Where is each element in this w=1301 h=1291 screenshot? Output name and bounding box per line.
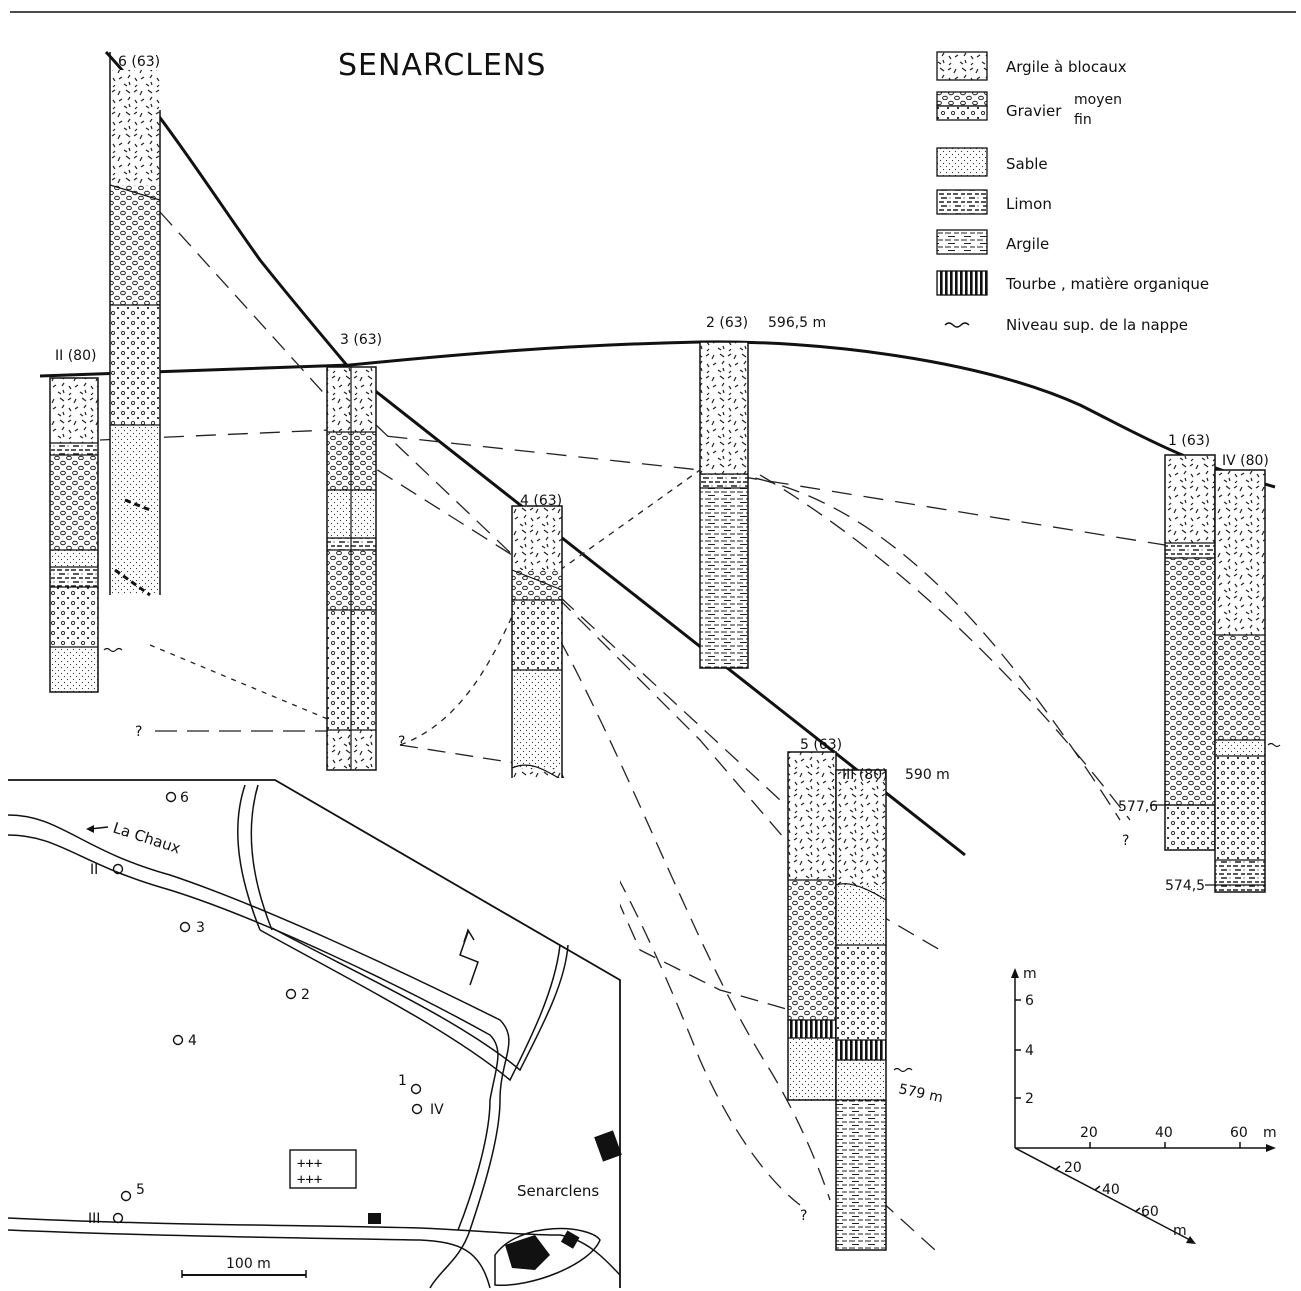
map-point-2: 2: [301, 987, 310, 1003]
map-point-4: 4: [188, 1033, 197, 1049]
map-building: [505, 1235, 550, 1270]
map-point-6: 6: [180, 790, 189, 806]
location-map: La Chaux Senarclens 6 II 3 2 4 1 IV 5 II…: [7, 778, 622, 1289]
label-elevation-596: 596,5 m: [768, 315, 826, 331]
axis-tick-v-6: 6: [1025, 993, 1034, 1009]
legend-swatch-gravier-moyen: [936, 91, 988, 107]
legend-label-gravier-fin: fin: [1074, 112, 1092, 128]
borehole-IV: [1205, 469, 1281, 893]
label-borehole-6: 6 (63): [118, 54, 160, 70]
map-point-1: 1: [398, 1073, 407, 1089]
axis-tick-h-60: 60: [1230, 1125, 1248, 1141]
map-building: [594, 1130, 622, 1162]
legend-swatch-gravier-fin: [936, 105, 988, 121]
axis-unit-vertical: m: [1023, 966, 1037, 982]
map-point-3: 3: [196, 920, 205, 936]
legend-swatch-nappe: [944, 322, 970, 328]
map-cemetery-cross-row-2: +++: [297, 1172, 322, 1188]
label-borehole-4: 4 (63): [520, 493, 562, 509]
legend-swatch-limon: [936, 189, 988, 215]
map-points: 6 II 3 2 4 1 IV 5 III: [88, 790, 444, 1227]
legend-label-gravier: Gravier: [1006, 102, 1062, 120]
axis-tick-v-4: 4: [1025, 1043, 1034, 1059]
unknown-mark-3: ?: [1122, 833, 1129, 849]
map-cemetery-cross-row-1: +++: [297, 1156, 322, 1172]
label-borehole-IV: IV (80): [1222, 453, 1269, 469]
ground-surface-profile-b: [39, 340, 1276, 489]
borehole-5: [787, 751, 837, 1101]
borehole-3: [326, 366, 377, 771]
borehole-labels: 6 (63) II (80) 3 (63) 2 (63) 596,5 m 4 (…: [55, 54, 1269, 1224]
map-scale-label: 100 m: [226, 1256, 271, 1272]
legend-swatch-sable: [936, 147, 988, 177]
legend-swatch-argile-blocaux: [936, 51, 988, 81]
label-water-579: 579 m: [897, 1081, 944, 1106]
map-cemetery: [289, 1149, 357, 1189]
borehole-1: [1150, 454, 1216, 851]
scale-axes: m 2 4 6 20 40 60 m 20 40 60 m: [1011, 966, 1277, 1244]
axis-tick-d-20: 20: [1064, 1160, 1082, 1176]
axis-tick-h-40: 40: [1155, 1125, 1173, 1141]
label-borehole-II: II (80): [55, 348, 96, 364]
axis-unit-depth: m: [1173, 1223, 1187, 1239]
figure-title: SENARCLENS: [338, 48, 546, 83]
map-point-III: III: [88, 1211, 100, 1227]
borehole-III: [835, 769, 913, 1251]
map-building: [368, 1213, 381, 1224]
map-point-IV: IV: [430, 1102, 444, 1118]
unknown-mark-2: ?: [398, 734, 405, 750]
map-point-II: II: [90, 862, 98, 878]
legend-label-tourbe: Tourbe , matière organique: [1005, 275, 1209, 293]
legend-swatch-tourbe: [936, 270, 988, 296]
axis-tick-h-20: 20: [1080, 1125, 1098, 1141]
legend-label-nappe: Niveau sup. de la nappe: [1006, 316, 1188, 334]
label-borehole-3: 3 (63): [340, 332, 382, 348]
map-point-5: 5: [136, 1182, 145, 1198]
map-building: [560, 1230, 580, 1249]
label-borehole-5: 5 (63): [800, 737, 842, 753]
label-borehole-III: III (80): [842, 767, 888, 783]
legend-label-limon: Limon: [1006, 195, 1052, 213]
axis-tick-d-60: 60: [1141, 1204, 1159, 1220]
legend: Argile à blocaux Gravier moyen fin Sable…: [936, 51, 1209, 334]
label-elevation-574: 574,5: [1165, 878, 1205, 894]
axis-unit-horizontal: m: [1263, 1125, 1277, 1141]
water-level-II-symbol: [103, 647, 123, 653]
legend-label-argile: Argile: [1006, 235, 1049, 253]
legend-label-sable: Sable: [1006, 155, 1048, 173]
borehole-II: [49, 377, 99, 693]
axis-tick-d-40: 40: [1102, 1182, 1120, 1198]
unknown-mark-4: ?: [800, 1208, 807, 1224]
label-borehole-2: 2 (63): [706, 315, 748, 331]
unknown-mark-1: ?: [135, 724, 142, 740]
label-elevation-590: 590 m: [905, 767, 950, 783]
borehole-6: [109, 52, 161, 597]
legend-label-gravier-moyen: moyen: [1074, 92, 1122, 108]
north-arrow-icon: [459, 928, 479, 986]
label-elevation-577: 577,6: [1118, 799, 1158, 815]
legend-label-argile-blocaux: Argile à blocaux: [1006, 58, 1127, 76]
map-village-label: Senarclens: [517, 1182, 599, 1200]
axis-tick-v-2: 2: [1025, 1091, 1034, 1107]
label-borehole-1: 1 (63): [1168, 433, 1210, 449]
legend-swatch-argile: [936, 229, 988, 255]
borehole-2: [699, 341, 749, 669]
